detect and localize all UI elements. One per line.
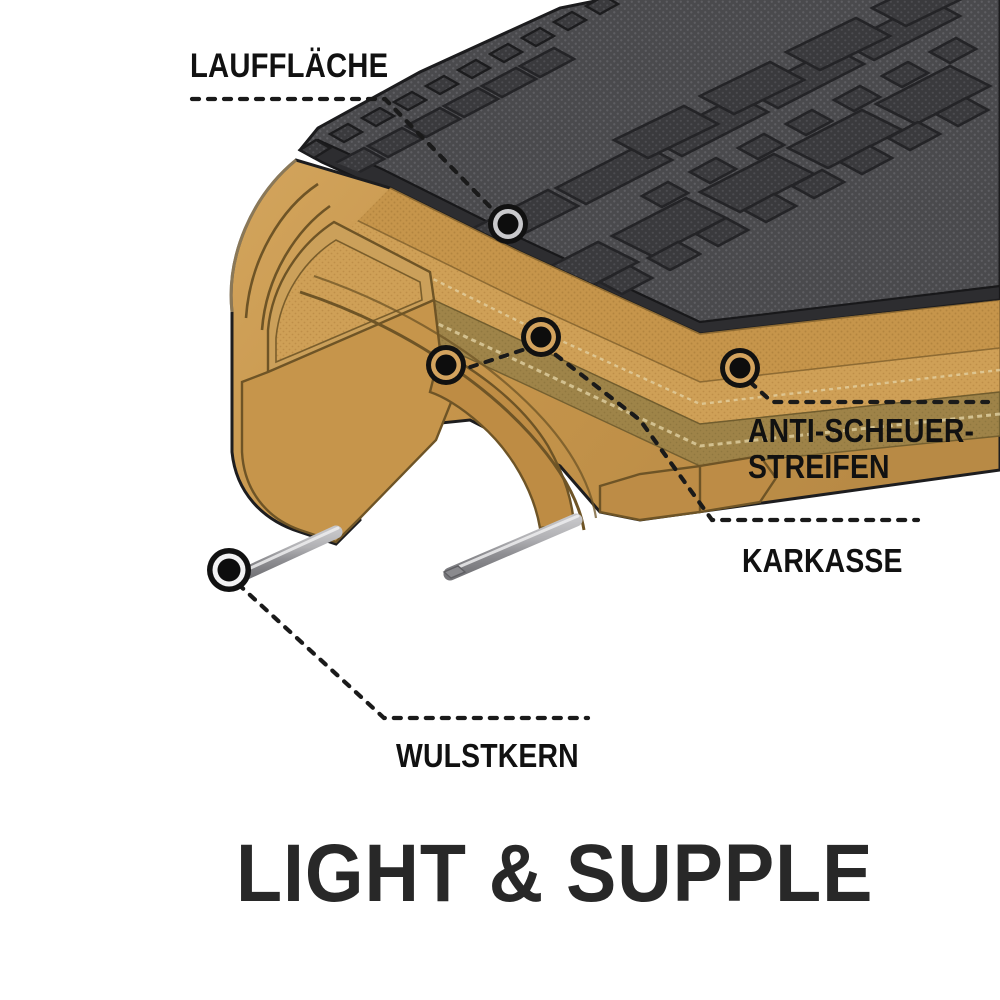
callout-label-anti-scheuer-streifen: ANTI-SCHEUER- STREIFEN (748, 412, 975, 485)
marker-wulstkern (207, 548, 251, 592)
leader-karkasse (540, 342, 921, 523)
callout-markers (207, 204, 760, 592)
marker-karkasse-inner (426, 345, 466, 385)
tread-shoulder-steps (297, 0, 621, 160)
marker-karkasse-outer (521, 317, 561, 357)
marker-lauflaeche (488, 204, 528, 244)
leader-lines (189, 96, 991, 721)
leader-karkasse-inner (453, 342, 543, 374)
page-title: LIGHT & SUPPLE (236, 828, 874, 919)
leader-lauflaeche (189, 96, 500, 217)
callout-label-lauflaeche: LAUFFLÄCHE (190, 47, 389, 85)
marker-anti-scheuer (720, 348, 760, 388)
bead-wire-group (222, 513, 583, 589)
leader-wulstkern (235, 581, 591, 721)
callout-label-wulstkern: WULSTKERN (396, 737, 579, 774)
sidewall-casing-group (229, 158, 1000, 546)
callout-label-karkasse: KARKASSE (742, 542, 903, 579)
